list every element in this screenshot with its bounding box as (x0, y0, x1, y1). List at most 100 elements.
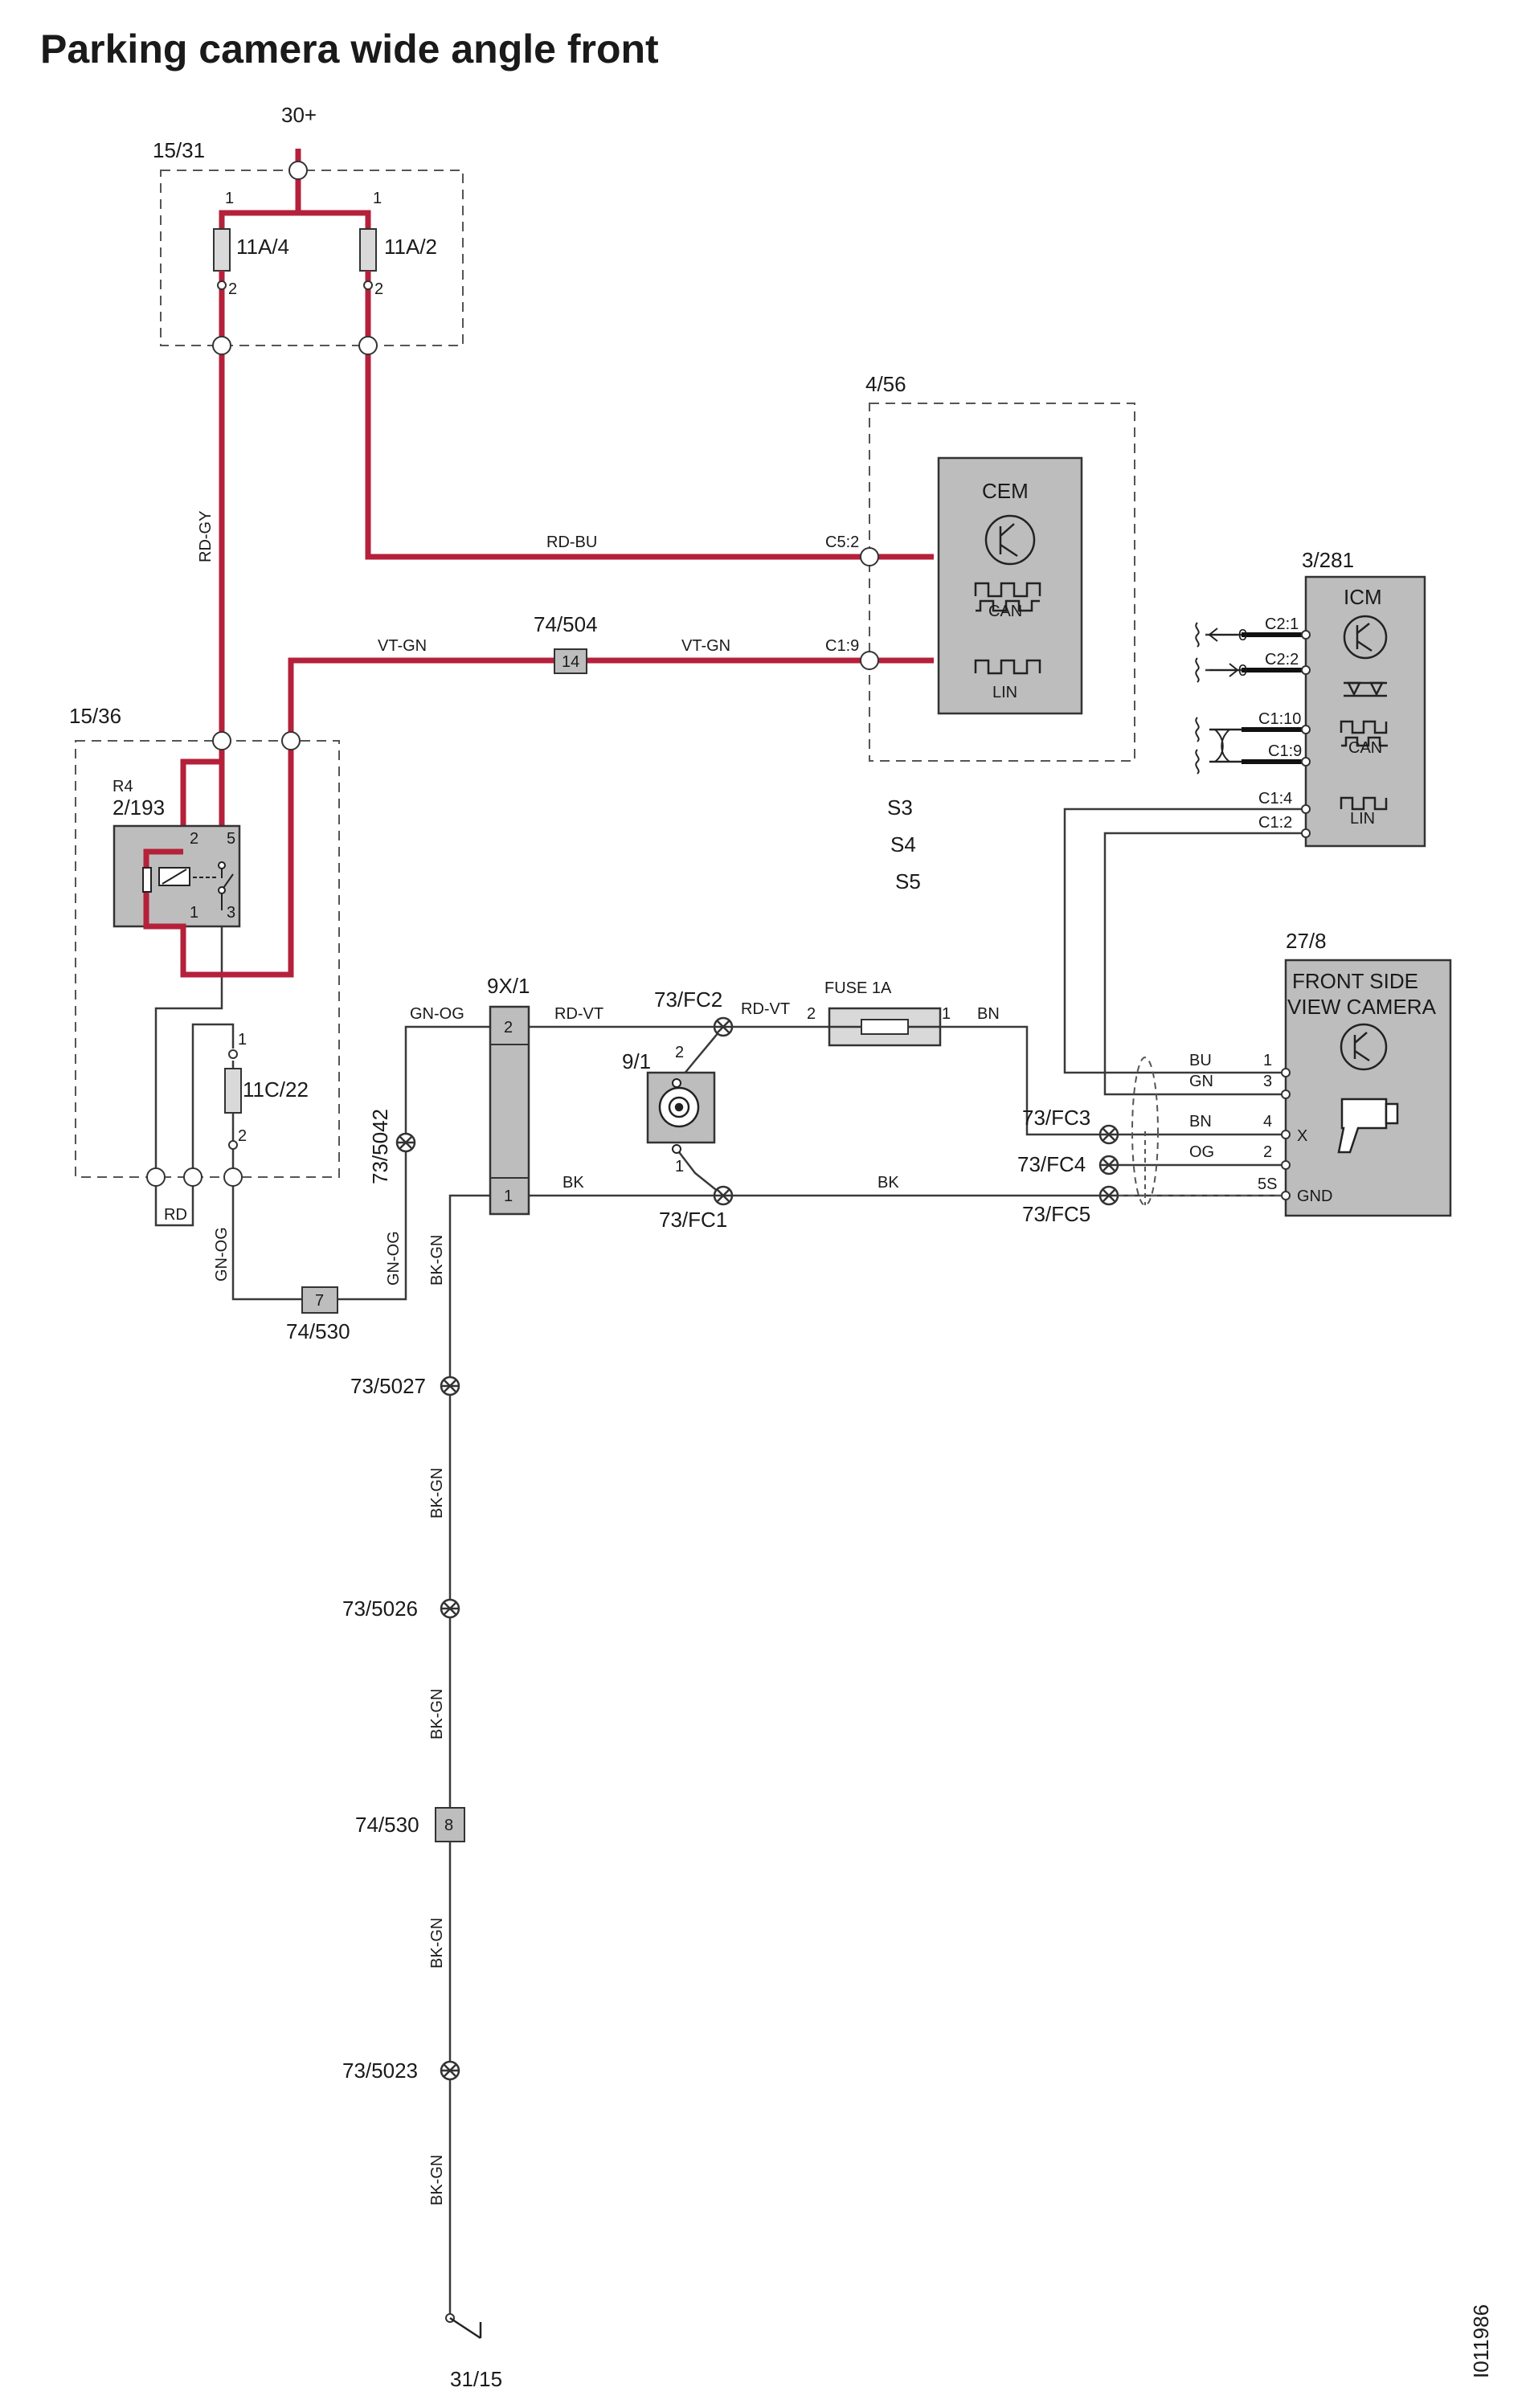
fuse-pin-dot (228, 1140, 238, 1150)
label-73-5027: 73/5027 (350, 1374, 426, 1398)
lin-wave-icon (974, 659, 1041, 675)
wire-label-rd: RD (164, 1206, 187, 1224)
label-74-504: 74/504 (534, 612, 598, 636)
label-r4: R4 (112, 778, 133, 795)
wire-gn (1103, 832, 1306, 1096)
wire-label-bk-1: BK (562, 1174, 584, 1192)
icm-can-label: CAN (1348, 739, 1382, 757)
wire-label-gn-og-1: GN-OG (410, 1005, 464, 1023)
pin-label-c110: C1:10 (1258, 710, 1301, 728)
pin-label-91-2: 2 (675, 1044, 684, 1061)
pin-label-74-504-14: 14 (562, 653, 579, 671)
camera-pin-1: 1 (1263, 1052, 1272, 1069)
label-s5: S5 (895, 869, 921, 893)
pin-label-11c-2: 2 (238, 1127, 247, 1145)
can-wave-icon (1340, 720, 1388, 747)
icm-pin (1301, 804, 1311, 814)
wire-relay-to-rd (154, 910, 223, 1177)
relay-pin-5: 5 (227, 830, 235, 848)
fuse-pin-dot (228, 1049, 238, 1059)
relay-coil-icon (142, 867, 190, 893)
splice-73-fc1 (713, 1185, 734, 1206)
pin-label-zero: 0 (1238, 662, 1247, 680)
label-9-1: 9/1 (622, 1049, 651, 1073)
node-c52 (860, 547, 879, 566)
icm-lin-label: LIN (1350, 810, 1375, 828)
wire-label-bu: BU (1189, 1052, 1212, 1069)
label-box-3-281: 3/281 (1302, 548, 1354, 572)
switch-pin (672, 1078, 681, 1088)
label-box-27-8: 27/8 (1286, 929, 1327, 953)
node-box-bottom-2 (183, 1167, 202, 1187)
label-box-15-36: 15/36 (69, 704, 121, 728)
pin-label-9x1-1: 1 (504, 1188, 513, 1205)
splice-73-5023 (440, 2060, 460, 2081)
node-box-bottom-3 (223, 1167, 243, 1187)
icm-pin (1301, 757, 1311, 767)
pin-label: 1 (225, 190, 234, 207)
label-cem: CEM (982, 479, 1029, 503)
label-73-5026: 73/5026 (342, 1596, 418, 1621)
wire-label-rd-vt-2: RD-VT (741, 1000, 790, 1018)
pin-label-zero: 0 (1238, 627, 1247, 644)
wire-label-bk-gn-1: BK-GN (428, 1235, 446, 1286)
wire-vt-gn (288, 657, 934, 743)
label-cam-line1: FRONT SIDE (1292, 969, 1418, 993)
break-icon (1195, 622, 1200, 775)
pin-label: 2 (374, 280, 383, 298)
camera-pin (1281, 1068, 1291, 1077)
node-relay-in-left (212, 731, 231, 750)
pin-label-c22: C2:2 (1265, 651, 1299, 668)
wire-label-gn-og-2: GN-OG (213, 1227, 231, 1282)
splice-73-fc3 (1098, 1124, 1119, 1145)
camera-pin (1281, 1160, 1291, 1170)
label-box-15-31: 15/31 (153, 138, 205, 162)
camera-icon (1337, 1098, 1399, 1154)
wire-11c22-top (191, 1023, 235, 1177)
box-4-56 (869, 403, 1135, 762)
transistor-icon (1343, 615, 1388, 660)
camera-x-label: X (1297, 1127, 1307, 1145)
splice-73-5042 (395, 1132, 416, 1153)
camera-pin-2: 2 (1263, 1143, 1272, 1161)
arrow-icon (1208, 628, 1239, 677)
wire-label-rd-gy: RD-GY (197, 511, 215, 562)
wire-label-bk-2: BK (878, 1174, 899, 1192)
relay-pin-1: 1 (190, 904, 198, 922)
label-31-15: 31/15 (450, 2367, 502, 2391)
wire-label-vt-gn-1: VT-GN (378, 637, 427, 655)
label-73-fc4: 73/FC4 (1017, 1152, 1086, 1176)
pin-label-74-530-7: 7 (315, 1292, 324, 1310)
wire-label-bk-gn-5: BK-GN (428, 2155, 446, 2206)
pin-label: 2 (228, 280, 237, 298)
label-fuse-11a2: 11A/2 (384, 235, 437, 259)
wire-gnog-down (231, 1177, 302, 1301)
node-box-bottom-1 (146, 1167, 166, 1187)
camera-pin-5s: 5S (1258, 1175, 1277, 1193)
wire-label-rd-bu: RD-BU (546, 534, 597, 551)
pin-label-c19: C1:9 (825, 637, 859, 655)
pin-label-c19b: C1:9 (1268, 742, 1302, 760)
pin-label-c12: C1:2 (1258, 814, 1292, 832)
twisted-pair-icon (1214, 729, 1230, 762)
icm-pin (1301, 665, 1311, 675)
fuse-pin-dot (363, 280, 373, 290)
label-fuse-1a: FUSE 1A (824, 979, 892, 997)
splice-73-fc5 (1098, 1185, 1119, 1206)
transistor-icon (984, 514, 1036, 566)
pin-label-c14: C1:4 (1258, 790, 1292, 807)
camera-pin (1281, 1090, 1291, 1099)
wire-label-vt-gn-2: VT-GN (681, 637, 730, 655)
shield-ellipse (1131, 1057, 1159, 1206)
node-fuse-out-left (212, 336, 231, 355)
icm-module (1304, 575, 1426, 848)
label-2-193: 2/193 (112, 795, 165, 820)
splice-73-5027 (440, 1376, 460, 1396)
pin-label-c21: C2:1 (1265, 615, 1299, 633)
wire-gnog-up (338, 1025, 490, 1301)
wire-label-bk-gn-3: BK-GN (428, 1689, 446, 1740)
node-relay-in-right (281, 731, 301, 750)
fuse-11a2 (359, 228, 377, 272)
can-wave-icon (974, 582, 1041, 612)
